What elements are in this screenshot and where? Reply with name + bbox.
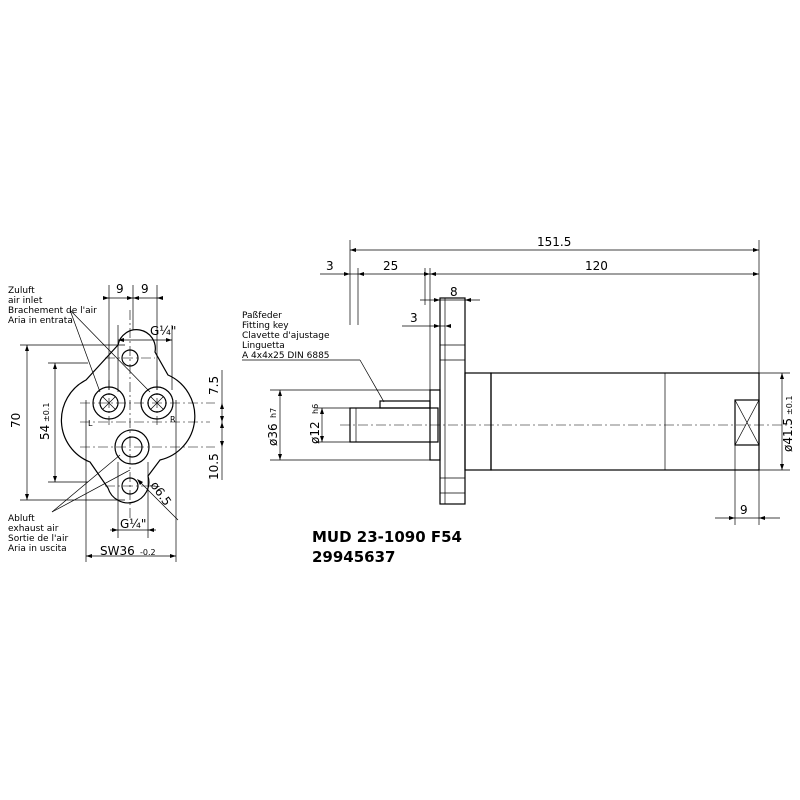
dim-pilot-dia: ø36 (266, 423, 280, 446)
dim-overall: 151.5 (537, 235, 571, 249)
exhaust-line-2: exhaust air (8, 524, 59, 534)
key-line-2: Fitting key (242, 321, 289, 331)
fitting-key-note: Paßfeder Fitting key Clavette d'ajustage… (242, 311, 330, 361)
dim-120: 120 (585, 259, 608, 273)
side-view: 151.5 3 25 120 8 3 ø36 h7 ø12 h6 (242, 235, 795, 525)
wrench-tolerance: -0.2 (140, 548, 156, 557)
inlet-line-4: Aria in entrata (8, 316, 73, 326)
mark-r: R (170, 415, 176, 424)
wrench-size: SW36 (100, 544, 135, 558)
part-number: 29945637 (312, 548, 396, 566)
inlet-line-3: Brachement de l'air (8, 306, 97, 316)
front-view: 9 9 G¼" G¼" SW36 -0.2 70 54 ±0.1 (9, 282, 224, 562)
dim-25: 25 (383, 259, 398, 273)
dim-10-5: 10.5 (207, 453, 221, 480)
inlet-line-2: air inlet (8, 296, 43, 306)
dim-shaft-dia: ø12 (308, 421, 322, 444)
dim-9-right: 9 (141, 282, 149, 296)
key-line-4: Linguetta (242, 341, 285, 351)
air-exhaust-note: Abluft exhaust air Sortie de l'air Aria … (8, 514, 68, 554)
body-shoulder (464, 372, 492, 471)
dim-body-dia: ø41.5 (781, 418, 795, 452)
key-line-5: A 4x4x25 DIN 6885 (242, 351, 330, 361)
dim-8: 8 (450, 285, 458, 299)
fitting-key (379, 400, 431, 409)
dim-54: 54 (38, 425, 52, 440)
dim-pilot-tol: h7 (269, 408, 278, 418)
exhaust-line-1: Abluft (8, 514, 35, 524)
dim-body-tol: ±0.1 (785, 396, 794, 415)
key-line-1: Paßfeder (242, 311, 282, 321)
dim-7-5: 7.5 (207, 376, 221, 395)
dim-54-tol: ±0.1 (42, 403, 51, 422)
mark-l: L (88, 419, 93, 428)
key-line-3: Clavette d'ajustage (242, 331, 330, 341)
side-flange (439, 297, 466, 505)
dim-70: 70 (9, 413, 23, 428)
dim-shaft-tol: h6 (311, 404, 320, 414)
dim-3: 3 (326, 259, 334, 273)
dim-9-left: 9 (116, 282, 124, 296)
air-inlet-note: Zuluft air inlet Brachement de l'air Ari… (8, 286, 97, 326)
model-title: MUD 23-1090 F54 (312, 528, 462, 546)
thread-top-label: G¼" (150, 324, 176, 338)
motor-body (490, 372, 760, 471)
thread-bottom-label: G¼" (120, 517, 146, 531)
exhaust-line-4: Aria in uscita (8, 544, 67, 554)
exhaust-line-3: Sortie de l'air (8, 534, 68, 544)
dim-3b: 3 (410, 311, 418, 325)
inlet-line-1: Zuluft (8, 286, 35, 296)
dim-flats: 9 (740, 503, 748, 517)
